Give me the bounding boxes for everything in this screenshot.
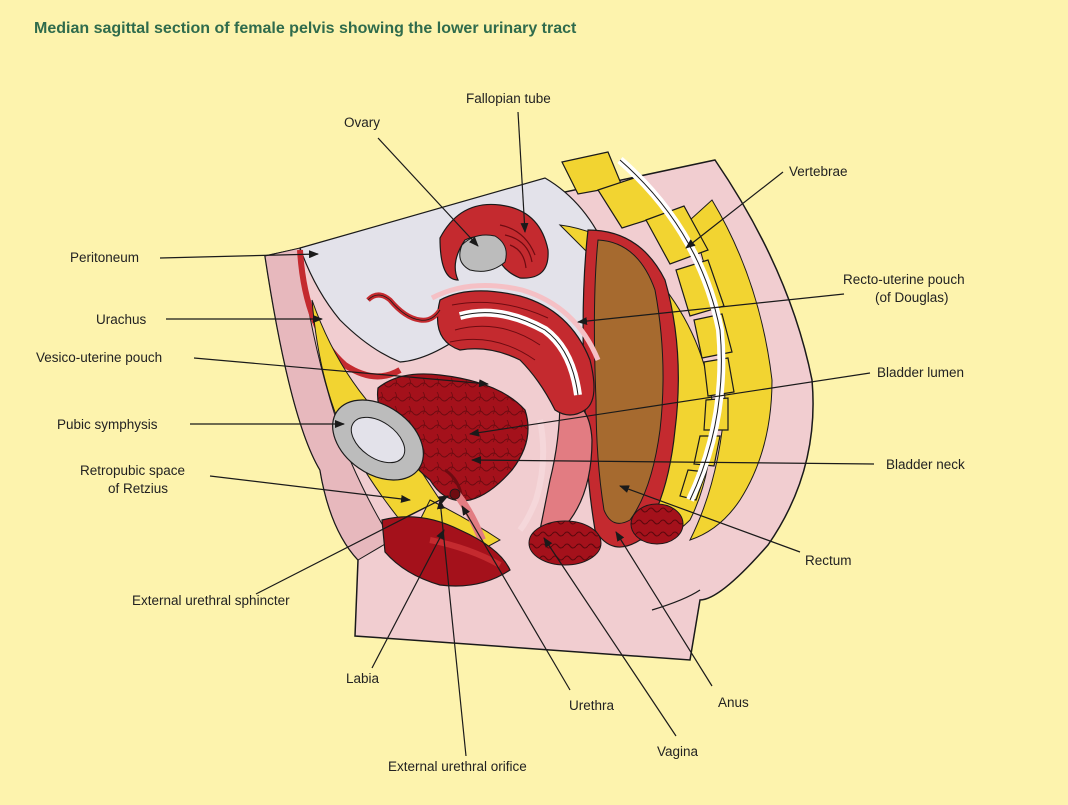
label-peritoneum: Peritoneum — [70, 249, 139, 266]
ovary-shape — [460, 235, 506, 271]
label-vagina: Vagina — [657, 743, 698, 760]
label-urachus: Urachus — [96, 311, 146, 328]
label-urethral-orifice: External urethral orifice — [388, 758, 527, 775]
label-vesico-uterine: Vesico-uterine pouch — [36, 349, 162, 366]
label-recto-uterine-1: Recto-uterine pouch — [843, 271, 965, 288]
label-fallopian-tube: Fallopian tube — [466, 90, 551, 107]
label-pubic-symphysis: Pubic symphysis — [57, 416, 158, 433]
label-retzius-1: Retropubic space — [80, 462, 185, 479]
label-recto-uterine-2: (of Douglas) — [875, 289, 949, 306]
label-bladder-lumen: Bladder lumen — [877, 364, 964, 381]
label-bladder-neck: Bladder neck — [886, 456, 965, 473]
label-anus: Anus — [718, 694, 749, 711]
label-labia: Labia — [346, 670, 379, 687]
label-retzius-2: of Retzius — [108, 480, 168, 497]
label-vertebrae: Vertebrae — [789, 163, 848, 180]
label-ovary: Ovary — [344, 114, 380, 131]
external-urethral-orifice-dot — [450, 489, 460, 499]
perineal-body — [529, 521, 601, 565]
anal-sphincter-muscle — [631, 504, 683, 544]
figure-title: Median sagittal section of female pelvis… — [34, 20, 576, 38]
label-rectum: Rectum — [805, 552, 852, 569]
label-urethra: Urethra — [569, 697, 614, 714]
label-sphincter: External urethral sphincter — [132, 592, 290, 609]
